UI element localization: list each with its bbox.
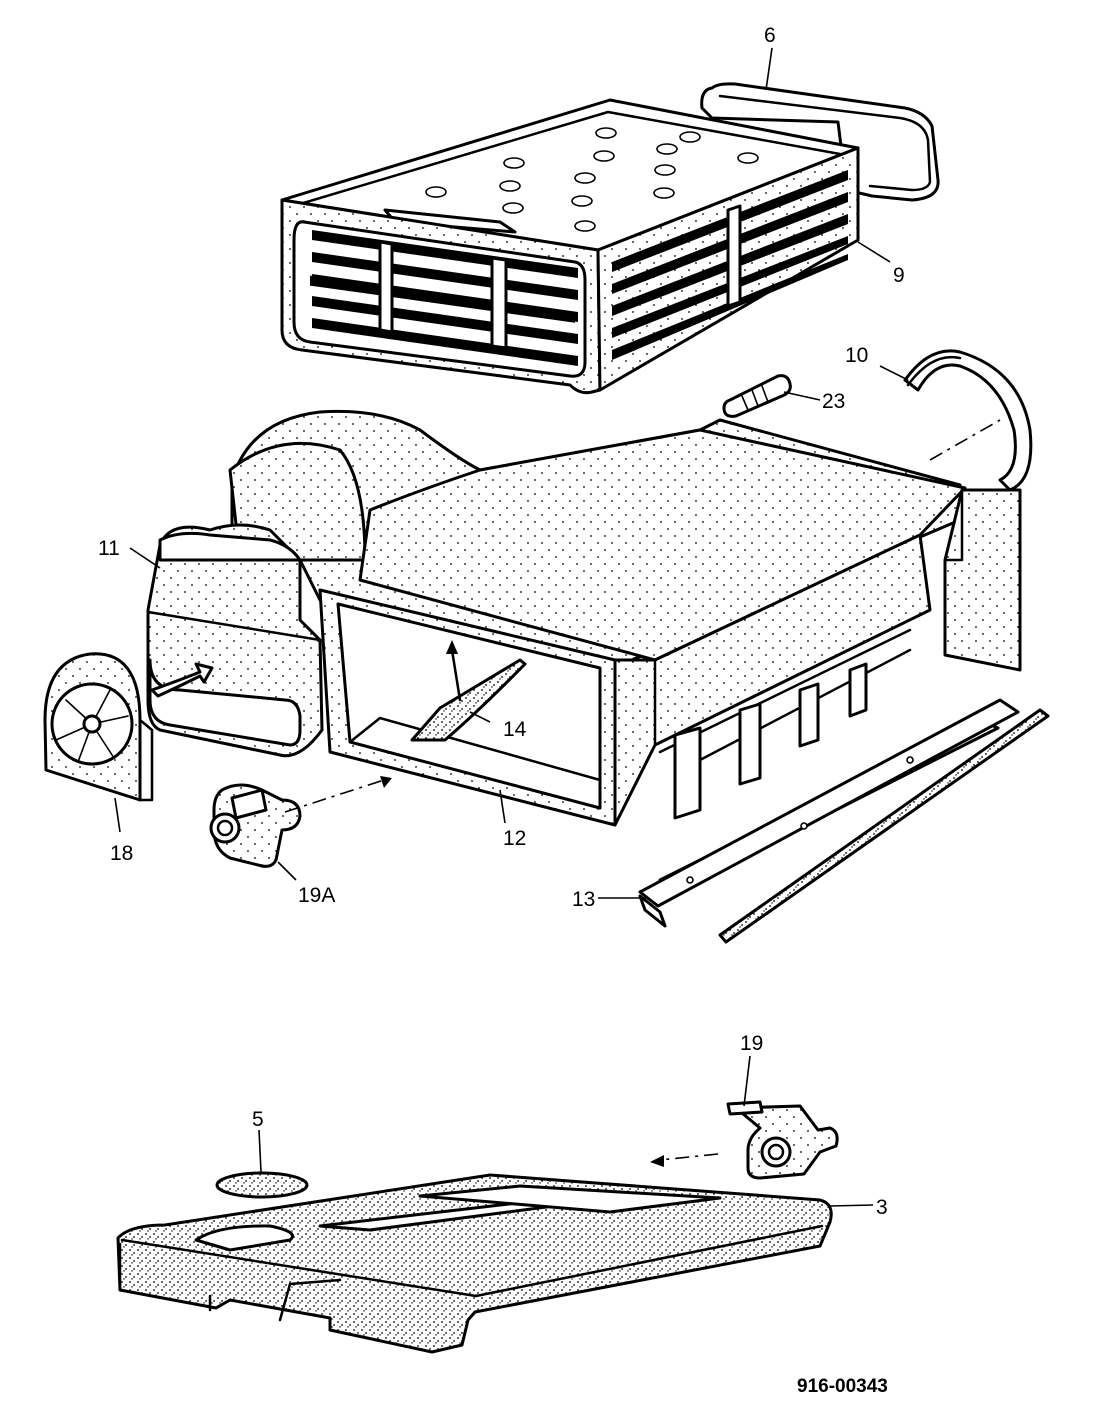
part-19-thermostat — [726, 1100, 839, 1180]
part-14-lint-screen — [410, 658, 527, 742]
callout-labels: 6 9 10 23 11 14 18 12 19A 13 19 5 3 — [98, 24, 905, 1219]
part-6-gasket — [700, 82, 940, 202]
callout-19a: 19A — [298, 884, 335, 907]
part-10-belt — [903, 349, 1033, 492]
callout-3: 3 — [876, 1196, 888, 1219]
callout-19: 19 — [740, 1032, 763, 1055]
part-19a-switch — [209, 783, 302, 868]
callout-18: 18 — [110, 842, 133, 865]
part-13-base-plates — [638, 698, 1050, 944]
part-9-filter-drawer — [280, 98, 860, 395]
callout-12: 12 — [503, 827, 526, 850]
filter-holes — [425, 127, 759, 232]
callout-13: 13 — [572, 888, 595, 911]
part-18-fan — [43, 652, 154, 802]
callout-9: 9 — [893, 264, 905, 287]
callout-11: 11 — [98, 537, 120, 560]
callout-14: 14 — [503, 718, 527, 741]
alignment-lines — [284, 419, 1001, 1167]
callout-10: 10 — [845, 344, 868, 367]
airflow-arrows — [150, 640, 462, 702]
callout-6: 6 — [764, 24, 776, 47]
leader-lines — [114, 47, 909, 1207]
document-number: 916-00343 — [797, 1376, 888, 1397]
part-3-base-tray — [116, 1173, 833, 1354]
part-5-plug — [215, 1171, 309, 1199]
callout-23: 23 — [822, 390, 845, 413]
callout-5: 5 — [252, 1108, 264, 1131]
part-23-spring — [722, 374, 792, 418]
